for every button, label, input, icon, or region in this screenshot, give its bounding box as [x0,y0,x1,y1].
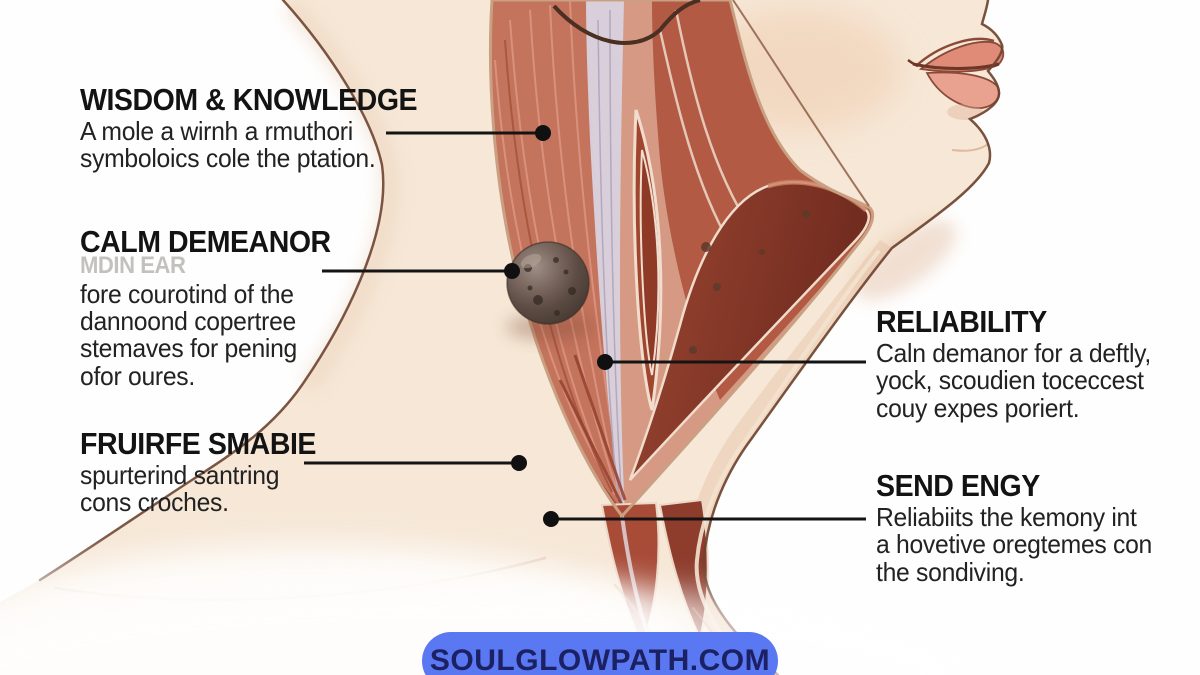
label-reliability: RELIABILITY Caln demanor for a deftly, y… [876,306,1196,422]
label-subtitle: MDIN EAR [80,252,186,279]
label-title: WISDOM & KNOWLEDGE [80,82,418,117]
ear-hair-swoosh [552,0,701,45]
leader-dot-send [543,511,559,527]
label-body: fore courotind of the dannoond copertree… [80,278,298,391]
leader-dot-fruirfe [511,455,527,471]
label-send-engy: SEND ENGY Reliabiits the kemony int a ho… [876,470,1200,586]
label-title: SEND ENGY [876,468,1040,503]
label-calm-demeanor: CALM DEMEANOR MDIN EAR fore courotind of… [80,226,390,390]
site-banner-text: SOULGLOWPATH.COM [429,644,771,675]
label-body: spurterind santring cons croches. [80,460,280,518]
label-title: FRUIRFE SMABIE [80,426,316,461]
leader-dot-reliability [597,354,613,370]
label-title: CALM DEMEANOR [80,224,331,259]
label-body: Caln demanor for a deftly, yock, scoudie… [876,338,1151,423]
label-wisdom-knowledge: WISDOM & KNOWLEDGE A mole a wirnh a rmut… [80,84,440,173]
label-fruirfe-smabie: FRUIRFE SMABIE spurterind santring cons … [80,428,390,517]
leader-dot-calm [504,263,520,279]
jawline [732,0,870,207]
label-body: A mole a wirnh a rmuthori symboloics col… [80,116,376,174]
mole-sphere [506,241,594,340]
label-body: Reliabiits the kemony int a hovetive ore… [876,502,1153,587]
leader-dot-wisdom [535,125,551,141]
leader-lines [304,125,866,527]
face-profile [552,0,1005,207]
label-title: RELIABILITY [876,304,1047,339]
site-banner: SOULGLOWPATH.COM [422,632,778,675]
